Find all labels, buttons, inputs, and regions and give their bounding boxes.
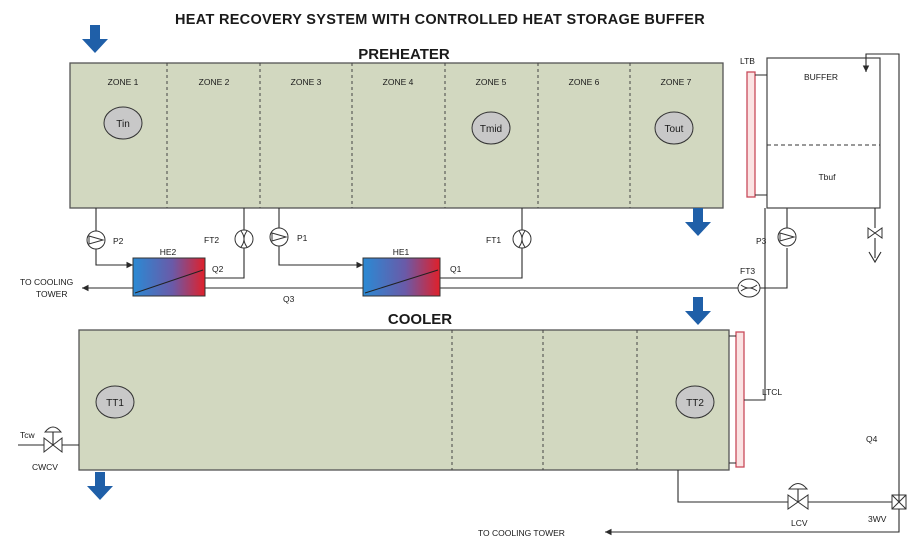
flow-transmitter-label: FT3 (740, 266, 755, 276)
flow-transmitter-label: FT1 (486, 235, 501, 245)
outlet-label: TO COOLING TOWER (478, 528, 565, 538)
heat-exchanger-label: HE2 (160, 247, 177, 257)
heat-exchanger-he2 (132, 257, 206, 297)
buffer-level-taps (755, 74, 767, 196)
zone-label: ZONE 5 (476, 77, 507, 87)
buffer-inlet-pipe (862, 53, 900, 502)
buffer-drain-valve-icon (867, 208, 883, 264)
lcv-label: LCV (791, 518, 808, 528)
diagram-title: HEAT RECOVERY SYSTEM WITH CONTROLLED HEA… (175, 12, 705, 28)
buffer-level-label: LTB (740, 56, 755, 66)
sensor-tmid: Tmid (471, 111, 511, 145)
sensor-label: TT2 (686, 398, 704, 409)
sensor-tout: Tout (654, 111, 694, 145)
zone-label: ZONE 6 (569, 77, 600, 87)
cooler-level-label: LTCL (762, 387, 782, 397)
cooler-level-taps (729, 335, 736, 464)
heat-exchanger-he1 (362, 257, 441, 297)
sensor-label: TT1 (106, 398, 124, 409)
sensor-label: Tin (116, 119, 130, 130)
flow-label: Q1 (450, 264, 462, 274)
inflow-arrow-icon (82, 25, 108, 53)
sensor-tt1: TT1 (95, 385, 135, 419)
sensor-tin: Tin (103, 106, 143, 140)
cwcv-valve-icon (18, 426, 79, 454)
cooler-tank (78, 329, 730, 471)
buffer-level-gauge (746, 71, 756, 198)
zone-label: ZONE 1 (108, 77, 139, 87)
pump-label: P3 (756, 236, 767, 246)
zone-label: ZONE 4 (383, 77, 414, 87)
buffer-temperature-label: Tbuf (818, 172, 836, 182)
lcv-valve-icon (787, 483, 809, 510)
heat-exchanger-label: HE1 (393, 247, 410, 257)
pump-p2-icon (86, 230, 106, 250)
outflow-arrow-icon (685, 208, 711, 236)
sensor-tt2: TT2 (675, 385, 715, 419)
zone-label: ZONE 3 (291, 77, 322, 87)
preheater-zone-labels: ZONE 1 ZONE 2 ZONE 3 ZONE 4 ZONE 5 ZONE … (108, 77, 692, 87)
pump-p1-icon (269, 227, 289, 247)
lower-return-pipe (605, 509, 900, 536)
flow-label: Q4 (866, 434, 878, 444)
recovery-piping (82, 208, 788, 292)
preheater-label: PREHEATER (358, 46, 450, 63)
flow-transmitter-label: FT2 (204, 235, 219, 245)
three-way-valve-label: 3WV (868, 514, 887, 524)
outflow-arrow-icon (87, 472, 113, 500)
inflow-arrow-icon (685, 297, 711, 325)
zone-label: ZONE 2 (199, 77, 230, 87)
cooler-return-pipe (744, 208, 766, 401)
preheater-zone-dividers (166, 63, 631, 208)
flow-label: Q3 (283, 294, 295, 304)
buffer-tank (766, 57, 881, 209)
flow-label: Q2 (212, 264, 224, 274)
pump-p3-icon (777, 227, 797, 247)
outlet-label: TO COOLING (20, 277, 73, 287)
pump-label: P2 (113, 236, 124, 246)
tcw-label: Tcw (20, 430, 36, 440)
outlet-label: TOWER (36, 289, 67, 299)
zone-label: ZONE 7 (661, 77, 692, 87)
flow-transmitter-ft1-icon (512, 229, 532, 249)
preheater-tank (69, 62, 724, 209)
sensor-label: Tmid (480, 124, 502, 135)
sensor-label: Tout (665, 124, 684, 135)
flow-transmitter-ft2-icon (234, 229, 254, 249)
cooler-label: COOLER (388, 311, 452, 328)
pump-label: P1 (297, 233, 308, 243)
cooler-zone-dividers (451, 330, 638, 470)
flow-transmitter-ft3-icon (737, 278, 761, 298)
cwcv-label: CWCV (32, 462, 58, 472)
buffer-label: BUFFER (804, 72, 838, 82)
cooler-level-gauge (735, 331, 745, 468)
cooler-outlet-pipe (677, 470, 788, 503)
